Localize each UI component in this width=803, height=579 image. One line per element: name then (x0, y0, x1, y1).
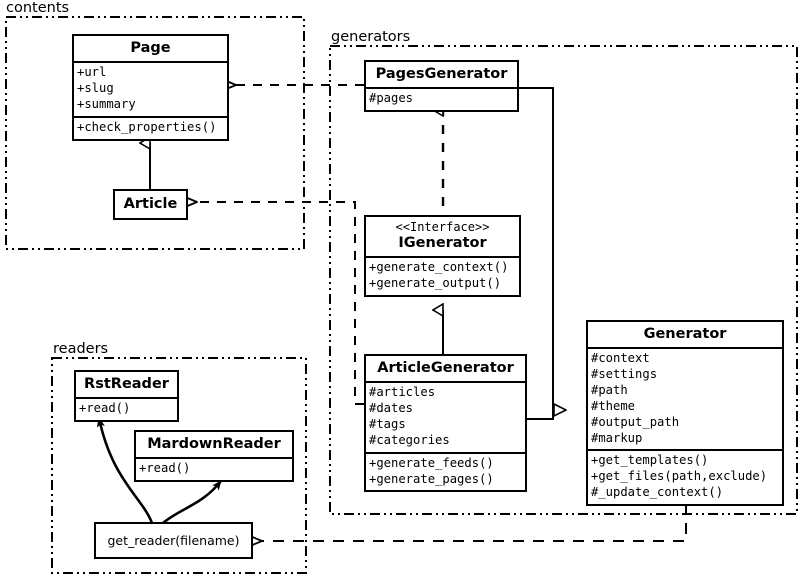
class-generator-attributes: #context #settings #path #theme #output_… (588, 347, 782, 449)
class-generator-name: Generator (643, 326, 727, 342)
class-mardownreader-name: MardownReader (147, 436, 281, 452)
operation: +generate_feeds() (369, 455, 494, 470)
attribute: #categories (369, 432, 450, 447)
attribute: #theme (591, 398, 636, 413)
class-rstreader[interactable]: RstReader +read() (74, 370, 179, 423)
class-articlegenerator-attributes: #articles #dates #tags #categories (366, 381, 525, 451)
class-mardownreader-operations: +read() (136, 457, 292, 480)
class-generator-operations: +get_templates() +get_files(path,exclude… (588, 449, 782, 504)
attribute: #settings (591, 367, 658, 382)
class-rstreader-operations: +read() (76, 397, 177, 420)
function-get-reader[interactable]: get_reader(filename) (94, 522, 253, 559)
operation: #_update_context() (591, 485, 724, 500)
attribute: #path (591, 382, 628, 397)
class-article-name: Article (123, 196, 178, 212)
class-pagesgenerator-attributes: #pages (366, 87, 517, 110)
attribute: #markup (591, 430, 643, 445)
class-article[interactable]: Article (113, 189, 188, 221)
package-label-readers: readers (53, 341, 109, 357)
line-articlegenerator-to-generator (527, 410, 554, 420)
attribute: +slug (77, 81, 114, 96)
package-label-generators: generators (331, 29, 411, 45)
class-igenerator[interactable]: <<Interface>> IGenerator +generate_conte… (364, 215, 521, 297)
attribute: +summary (77, 96, 136, 111)
class-pagesgenerator-name: PagesGenerator (375, 66, 508, 82)
class-page-attributes: +url +slug +summary (74, 61, 227, 116)
attribute: #dates (369, 401, 414, 416)
class-page-name: Page (130, 40, 171, 56)
class-igenerator-name: <<Interface>> IGenerator (366, 217, 519, 256)
operation: +read() (139, 461, 191, 476)
operation: +generate_output() (369, 276, 502, 291)
operation: +generate_context() (369, 260, 509, 275)
operation: +check_properties() (77, 119, 217, 134)
class-page[interactable]: Page +url +slug +summary +check_properti… (72, 34, 229, 141)
line-generator-to-get-reader (249, 503, 687, 547)
class-igenerator-label: IGenerator (398, 235, 487, 251)
attribute: #pages (369, 91, 414, 106)
operation: +generate_pages() (369, 471, 494, 486)
class-articlegenerator-name: ArticleGenerator (377, 360, 514, 376)
attribute: #tags (369, 416, 406, 431)
class-articlegenerator-operations: +generate_feeds() +generate_pages() (366, 451, 525, 491)
operation: +read() (79, 401, 131, 416)
attribute: #output_path (591, 414, 680, 429)
class-igenerator-stereotype: <<Interface>> (395, 220, 490, 234)
class-articlegenerator[interactable]: ArticleGenerator #articles #dates #tags … (364, 354, 527, 493)
operation: +get_templates() (591, 453, 709, 468)
class-page-operations: +check_properties() (74, 115, 227, 139)
class-mardownreader[interactable]: MardownReader +read() (134, 430, 294, 483)
function-get-reader-label: get_reader(filename) (107, 533, 240, 548)
line-articlegenerator-to-article (184, 196, 364, 405)
line-get-reader-to-mardownreader (162, 480, 223, 524)
attribute: #context (591, 351, 650, 366)
package-label-contents: contents (6, 0, 70, 16)
attribute: #articles (369, 385, 436, 400)
operation: +get_files(path,exclude) (591, 469, 768, 484)
class-pagesgenerator[interactable]: PagesGenerator #pages (364, 60, 519, 113)
class-rstreader-name: RstReader (84, 376, 169, 392)
attribute: +url (77, 65, 107, 80)
class-igenerator-operations: +generate_context() +generate_output() (366, 256, 519, 295)
class-generator[interactable]: Generator #context #settings #path #them… (586, 320, 784, 506)
